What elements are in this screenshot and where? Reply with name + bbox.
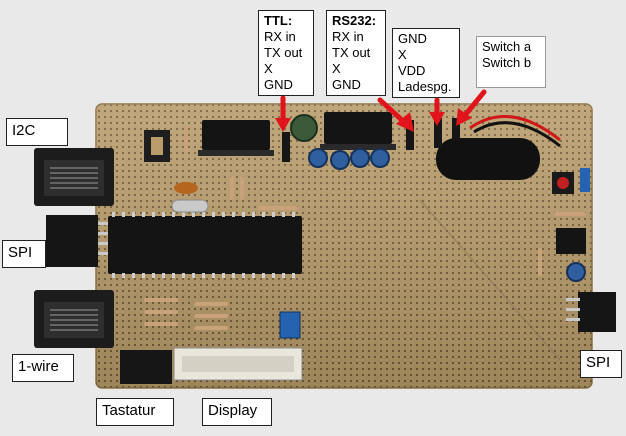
i2c-rj-connector (34, 148, 114, 206)
push-button (552, 168, 590, 194)
label-ttl-title: TTL: (264, 13, 293, 28)
label-rs232-line: TX out (332, 45, 371, 60)
label-i2c-text: I2C (12, 122, 36, 139)
potentiometer (279, 311, 301, 339)
label-switch-line: Switch a (482, 39, 532, 54)
label-rs232-line: RX in (332, 29, 364, 44)
label-spi-right: SPI (580, 350, 622, 378)
label-tastatur: Tastatur (96, 398, 174, 426)
label-onewire-text: 1-wire (18, 358, 59, 375)
ic-socket (144, 130, 170, 162)
ttl-ic (198, 120, 274, 156)
annotation-arrows (275, 89, 487, 132)
label-display-text: Display (208, 402, 258, 419)
label-display: Display (202, 398, 272, 426)
label-spi-left-text: SPI (8, 244, 33, 261)
label-ttl-line: X (264, 61, 273, 76)
rs232-pin-header (406, 120, 414, 150)
tastatur-header (120, 350, 172, 384)
rs232-ic (320, 112, 396, 150)
ttl-pin-header (282, 132, 290, 162)
label-ttl-line: GND (264, 77, 293, 92)
label-tastatur-text: Tastatur (102, 402, 156, 419)
label-power-line: VDD (398, 63, 426, 78)
switch-pin-header (452, 118, 460, 140)
label-ttl-line: TX out (264, 45, 303, 60)
display-connector (173, 347, 303, 381)
label-power-line: X (398, 47, 407, 62)
label-ttl: TTL: RX in TX out X GND (258, 10, 314, 96)
capacitors (290, 114, 586, 282)
label-rs232-line: GND (332, 77, 361, 92)
label-i2c: I2C (6, 118, 68, 146)
label-spi-right-text: SPI (586, 354, 611, 371)
label-onewire: 1-wire (12, 354, 74, 382)
small-ic (556, 228, 586, 254)
label-ttl-line: RX in (264, 29, 296, 44)
onewire-rj-connector (34, 290, 114, 348)
label-rs232-line: X (332, 61, 341, 76)
label-switch-line: Switch b (482, 55, 532, 70)
label-switch: Switch a Switch b (476, 36, 546, 88)
label-rs232: RS232: RX in TX out X GND (326, 10, 386, 96)
label-spi-left: SPI (2, 240, 46, 268)
battery-holder (436, 115, 561, 180)
power-pin-header (434, 118, 442, 148)
spi-left-header (46, 215, 112, 267)
crystal (171, 182, 209, 213)
resistors (144, 126, 586, 330)
label-power-line: GND (398, 31, 427, 46)
microcontroller-chip (108, 212, 302, 278)
label-rs232-title: RS232: (332, 13, 377, 28)
label-power-line: Ladespg. (398, 79, 452, 94)
label-power: GND X VDD Ladespg. (392, 28, 460, 98)
spi-right-header (566, 292, 616, 332)
